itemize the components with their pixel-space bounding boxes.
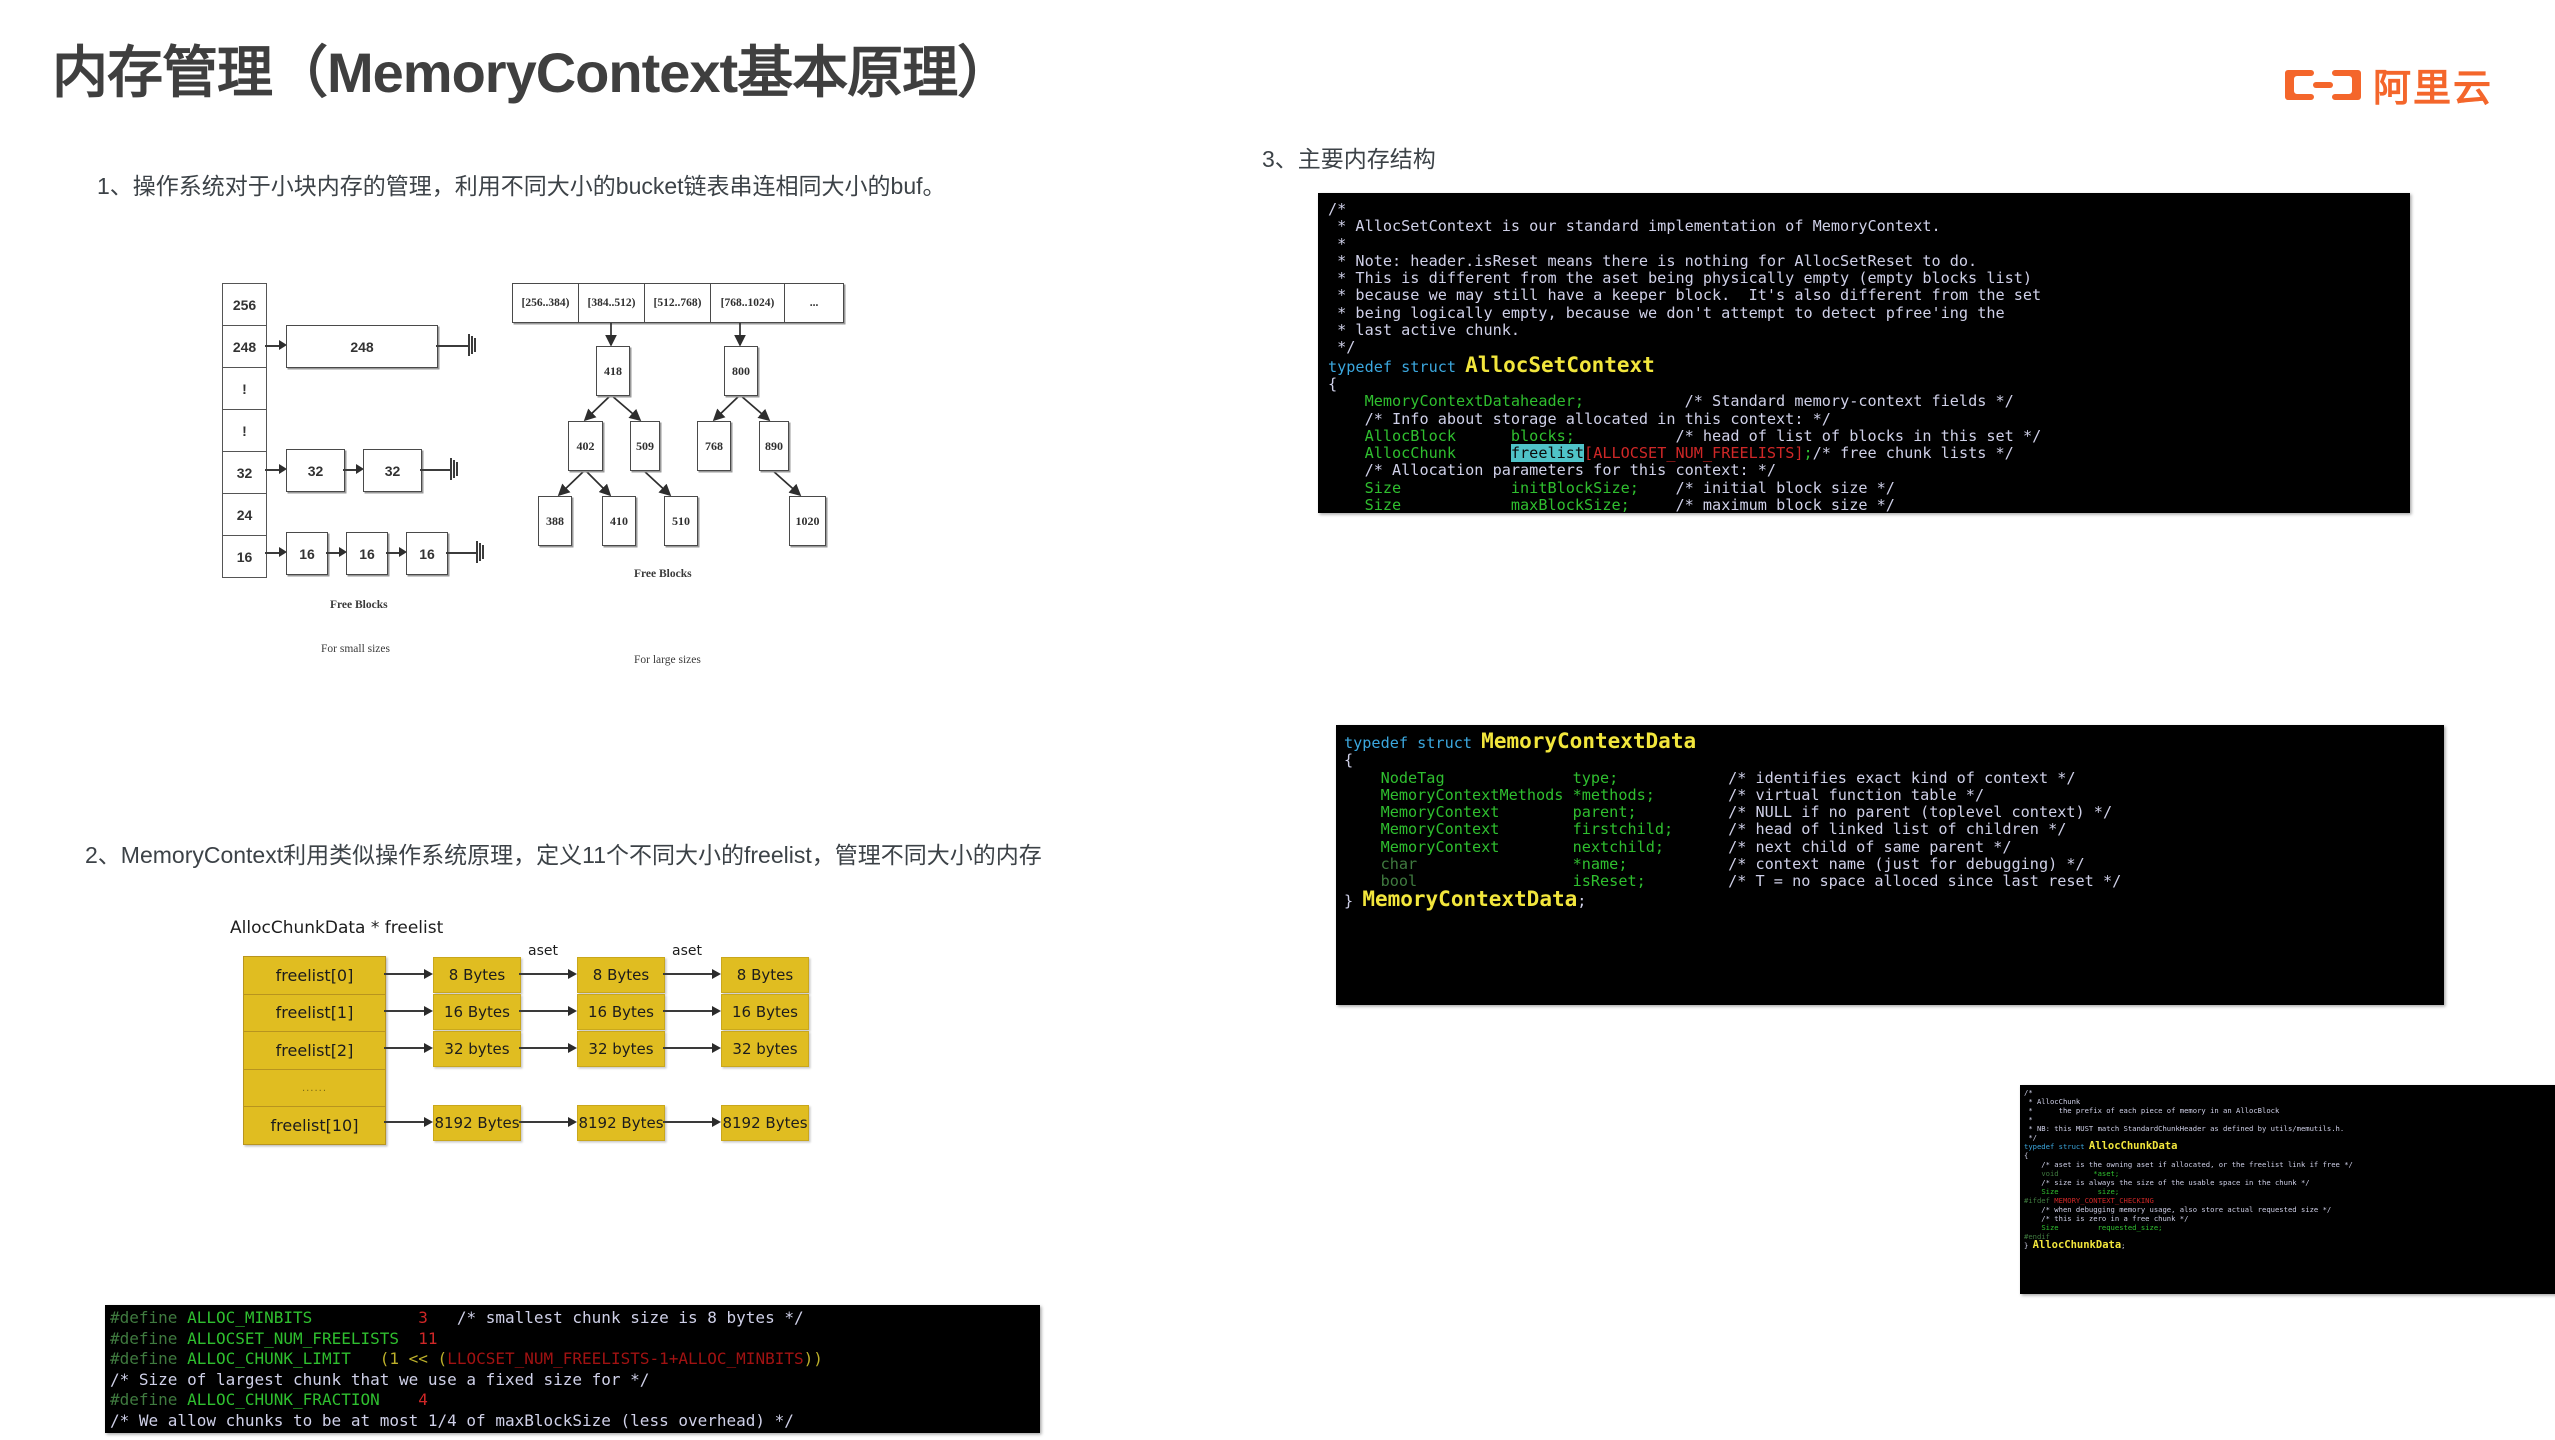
chunk-box: 16 Bytes [433,994,521,1030]
free-block: 16 [406,532,448,575]
diagram-large-sizes: [256..384) [384..512) [512..768) [768..1… [512,283,942,703]
free-block: 16 [346,532,388,575]
freelist-array-column: freelist[0] freelist[1] freelist[2] ....… [243,956,386,1145]
chunk-box: 8192 Bytes [721,1105,809,1141]
chunk-box: 32 bytes [721,1031,809,1067]
code-block-memory-context-data: typedef struct MemoryContextData { NodeT… [1336,725,2444,1005]
chunk-box: 32 bytes [577,1031,665,1067]
caption-free-blocks: Free Blocks [634,568,692,580]
bullet-item-3: 3、主要内存结构 [1262,146,1436,172]
caption-free-blocks: Free Blocks [330,599,388,611]
code-block-alloc-set-context: /* * AllocSetContext is our standard imp… [1318,193,2410,513]
tree-node: 1020 [789,496,826,546]
tree-edges [557,323,802,497]
tree-node: 890 [759,421,789,471]
bucket-cell: 24 [223,494,266,536]
bucket-cell: 32 [223,452,266,494]
chunk-box: 32 bytes [433,1031,521,1067]
size-class-cell: [256..384) [513,284,579,322]
bullet-item-2: 2、MemoryContext利用类似操作系统原理，定义11个不同大小的free… [85,842,1042,868]
size-class-cell: ... [809,297,819,309]
caption-small-sizes: For small sizes [321,643,390,655]
freelist-ellipsis-cell: ...... [244,1069,385,1108]
freelist-index-cell: freelist[0] [244,957,385,995]
size-class-header: [256..384) [384..512) [512..768) [768..1… [512,283,844,323]
diagram-small-sizes: 256 248 ! ! 32 24 16 248 32 32 16 16 16 … [222,283,542,703]
tree-node: 510 [664,496,698,546]
chunk-box: 8 Bytes [721,957,809,993]
chunk-box: 16 Bytes [721,994,809,1030]
chunk-box: 8192 Bytes [433,1105,521,1141]
freelist-index-cell: freelist[1] [244,994,385,1033]
bucket-cell: 248 [223,326,266,368]
free-block: 32 [286,449,345,492]
freelist-declaration-label: AllocChunkData * freelist [230,918,444,938]
brand-logo: 阿里云 [2284,57,2493,112]
chunk-box: 16 Bytes [577,994,665,1030]
bucket-table: 256 248 ! ! 32 24 16 [222,283,267,578]
size-class-cell: [768..1024) [711,284,785,322]
size-class-cell: [512..768) [645,284,711,322]
size-class-cell: [384..512) [579,284,645,322]
page-title: 内存管理（MemoryContext基本原理） [52,41,1013,104]
alibaba-cloud-bracket-icon [2284,65,2362,105]
aset-link-label: aset [528,943,558,959]
bucket-cell: 16 [223,536,266,578]
chunk-box: 8 Bytes [577,957,665,993]
tree-node: 418 [596,346,630,396]
free-block: 32 [363,449,422,492]
freelist-index-cell: freelist[2] [244,1032,385,1070]
chunk-box: 8192 Bytes [577,1105,665,1141]
code-block-defines: #define ALLOC_MINBITS 3 /* smallest chun… [105,1305,1040,1433]
brand-name: 阿里云 [2372,66,2493,110]
bucket-cell: ! [223,368,266,410]
chunk-box: 8 Bytes [433,957,521,993]
code-block-alloc-chunk-data: /* * AllocChunk * the prefix of each pie… [2020,1085,2555,1294]
freelist-index-cell: freelist[10] [244,1107,385,1144]
free-block: 16 [286,532,328,575]
tree-node: 800 [724,346,758,396]
tree-node: 388 [538,496,572,546]
tree-node: 509 [630,421,660,471]
diagram-freelist: AllocChunkData * freelist freelist[0] fr… [228,918,928,1258]
free-block: 248 [286,325,438,368]
tree-node: 402 [568,421,603,471]
tree-node: 410 [602,496,636,546]
tree-node: 768 [697,421,731,471]
bucket-cell: 256 [223,284,266,326]
aset-link-label: aset [672,943,702,959]
bullet-item-1: 1、操作系统对于小块内存的管理，利用不同大小的bucket链表串连相同大小的bu… [97,173,946,199]
bucket-cell: ! [223,410,266,452]
caption-large-sizes: For large sizes [634,654,701,666]
